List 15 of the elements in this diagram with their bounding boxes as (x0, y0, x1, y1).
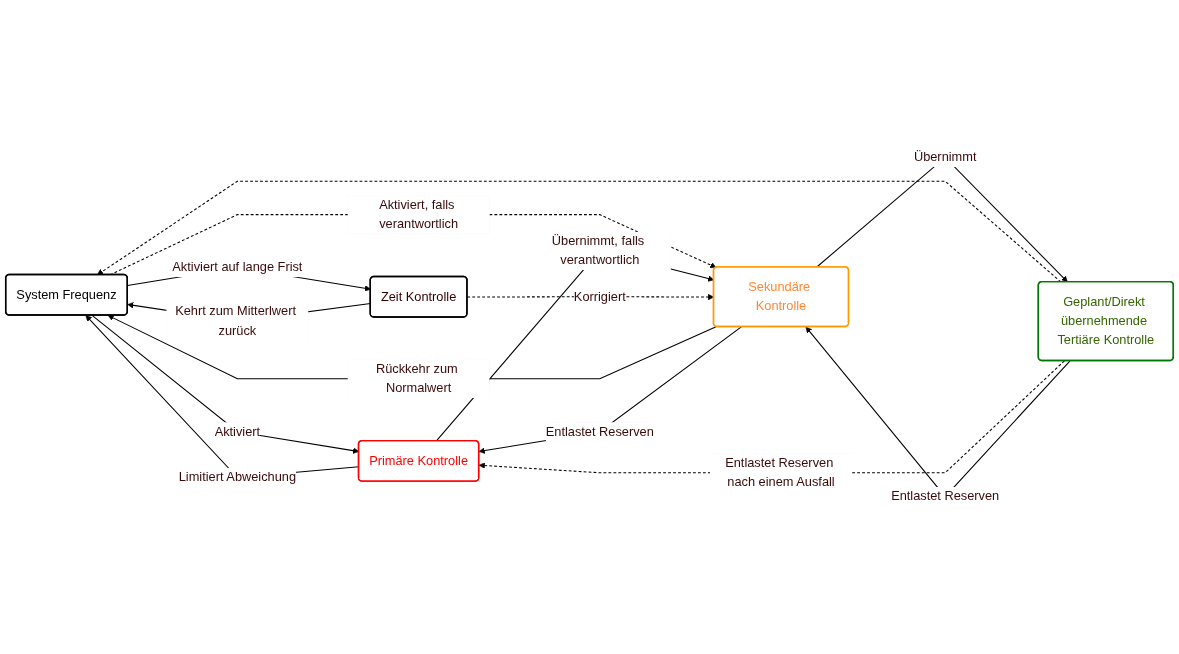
edge-label: Übernimmt, falls verantwortlich (551, 233, 645, 268)
edge-label: Entlastet Reserven nach einem Ausfall (725, 455, 835, 490)
edge-label: Kehrt zum Mitterlwert zurück (175, 303, 297, 338)
arrow (478, 326, 742, 454)
edge-label: Aktiviert, falls verantwortlich (379, 197, 459, 231)
edge-label: Übernimmt (913, 149, 977, 165)
edge-label: Limitiert Abweichung (178, 470, 297, 485)
arrow (478, 360, 1065, 474)
edge-label: Korrigiert (573, 289, 626, 304)
edge-label: Aktiviert auf lange Frist (172, 260, 303, 275)
edge-label: Entlastet Reserven (891, 489, 1000, 504)
edge-label: Entlastet Reserven (545, 424, 654, 439)
arrow (97, 180, 1062, 283)
edge-label: Rückkehr zum Normalwert (375, 361, 458, 396)
edge-label: Aktiviert (214, 424, 261, 439)
